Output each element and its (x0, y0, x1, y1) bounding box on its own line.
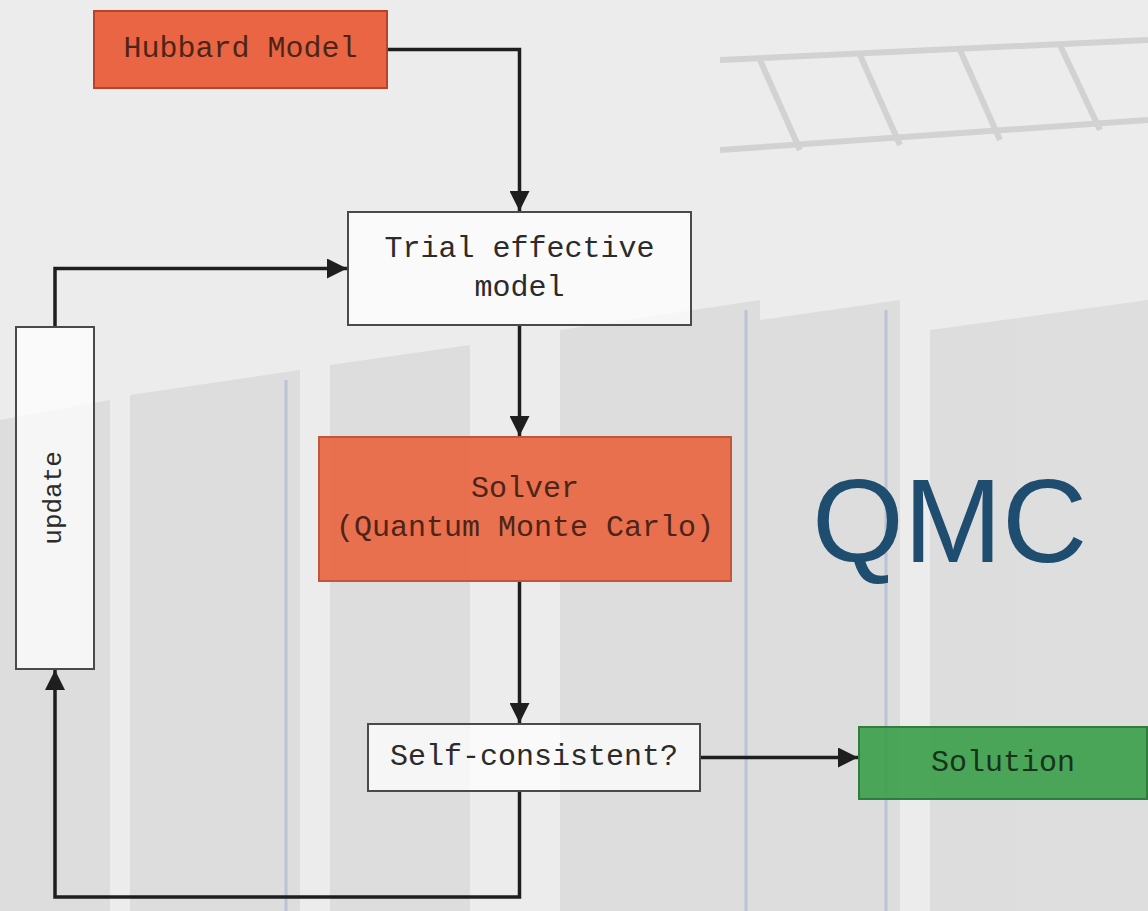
server-racks (0, 300, 1148, 911)
result-box: Solution (858, 726, 1148, 800)
box-label: Trial effective model (375, 230, 665, 308)
box-label: Solution (931, 744, 1075, 783)
decision-box: Self-consistent? (367, 723, 701, 792)
box-label: Solver (471, 470, 579, 509)
box-label: (Quantum Monte Carlo) (336, 509, 714, 548)
process-box: Trial effective model (347, 211, 692, 326)
ceiling-truss (720, 40, 1148, 150)
flow-arrow (518, 582, 522, 723)
flow-arrow (518, 326, 522, 436)
box-label: Self-consistent? (390, 738, 678, 777)
flow-arrow (701, 756, 858, 760)
watermark-label: QMC (812, 462, 1087, 580)
box-label: update (38, 451, 72, 545)
flow-arrow (55, 269, 347, 327)
solver-box: Solver(Quantum Monte Carlo) (318, 436, 732, 582)
rack-stripes (286, 310, 886, 911)
model-box: Hubbard Model (93, 10, 388, 89)
loop-box: update (15, 326, 95, 670)
box-label: Hubbard Model (123, 30, 357, 69)
flow-arrow (388, 50, 520, 212)
